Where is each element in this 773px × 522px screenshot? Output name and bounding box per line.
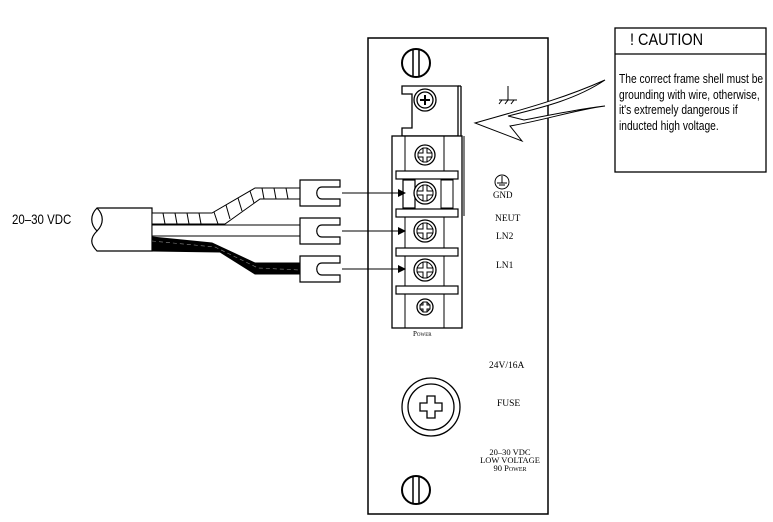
spade-lug [299,255,406,283]
caution-arrow-icon [473,79,606,143]
spade-lug [299,217,406,245]
protective-earth-icon [494,174,510,190]
terminal-block-label: Power [413,330,432,338]
terminal-block [391,135,465,329]
gnd-label: GND [493,190,513,200]
terminal-screw-icon [413,219,437,243]
neutral-wire [151,224,301,237]
terminal-screw-icon [416,298,434,316]
caution-box [614,27,767,173]
arrowhead-icon [398,227,406,235]
panel-spec-line: 90 Power [493,463,527,473]
caution-line: The correct frame shell must be [619,72,764,86]
panel-spec-line: LOW VOLTAGE [480,455,540,465]
caution-line: grounding with wire, otherwise, [619,87,760,102]
caution-text: The correct frame shell must be groundin… [619,72,763,134]
cable-voltage-label: 20–30 VDC [12,211,72,227]
terminal-screw-icon [413,181,437,205]
top-slotted-screw-icon [401,48,431,78]
gnd-wire [151,187,301,225]
terminal-screw-icon [414,144,436,166]
caution-line: it's extremely dangerous if [619,103,738,117]
spade-lug [299,179,406,207]
line-wire [151,236,301,275]
arrowhead-icon [398,265,406,273]
bottom-slotted-screw-icon [401,475,431,505]
panel-spec: 20–30 VDC LOW VOLTAGE 90 Power [480,447,540,473]
cable-sheath [91,207,153,252]
fuse-cap-icon [401,377,461,437]
terminal-screw-icon [413,258,437,282]
ln1-label: LN1 [496,261,514,271]
caution-line: inducted high voltage. [619,118,719,133]
neut-label: NEUT [495,214,521,224]
fuse-rating: 24V/16A [489,361,525,371]
fuse-label: FUSE [497,399,521,409]
arrowhead-icon [398,189,406,197]
chassis-ground-icon [498,86,517,105]
caution-title: ! CAUTION [630,30,704,49]
panel-spec-line: 20–30 VDC [489,447,531,457]
ln2-label: LN2 [496,232,514,242]
